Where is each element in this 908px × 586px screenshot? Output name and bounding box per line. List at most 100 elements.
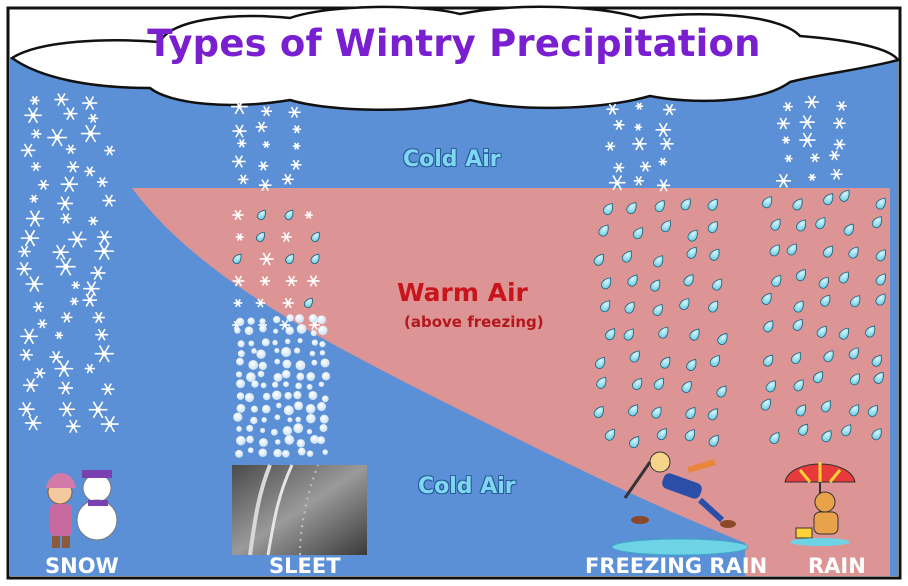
snowflake-icon: [80, 124, 101, 143]
snowflake-icon: [660, 137, 674, 150]
raindrop-icon: [629, 350, 640, 363]
raindrop-icon: [594, 356, 606, 369]
ice-pellet-icon: [261, 338, 270, 347]
raindrop-icon: [707, 221, 718, 234]
snowflake-icon: [20, 328, 38, 345]
ice-pellet-icon: [310, 435, 319, 444]
ice-pellet-icon: [297, 447, 306, 456]
ice-pellet-icon: [274, 347, 280, 354]
snowflake-icon: [808, 173, 816, 181]
raindrop-icon: [624, 301, 635, 314]
snowflake-icon: [285, 275, 298, 287]
raindrop-icon: [841, 424, 852, 437]
snowflake-icon: [88, 216, 98, 226]
snowflake-icon: [38, 179, 49, 190]
raindrop-icon: [790, 352, 802, 365]
ice-pellet-icon: [273, 373, 283, 382]
raindrop-icon: [848, 246, 859, 259]
ice-pellet-icon: [319, 350, 326, 356]
snowflake-icon: [237, 139, 247, 148]
raindrop-icon: [875, 197, 886, 210]
ice-pellet-icon: [319, 414, 329, 424]
raindrop-icon: [765, 380, 776, 393]
category-label-sleet: SLEET: [269, 554, 341, 578]
snowflake-icon: [55, 331, 64, 340]
ice-pellet-icon: [309, 350, 316, 357]
snowflake-icon: [633, 176, 644, 186]
ice-pellet-icon: [310, 330, 317, 337]
raindrop-icon: [823, 193, 834, 206]
snowflake-icon: [238, 174, 249, 185]
raindrop-icon: [761, 196, 773, 209]
ice-pellet-icon: [285, 326, 294, 335]
ice-pellet-icon: [248, 340, 255, 347]
snowflake-icon: [777, 117, 790, 130]
raindrop-icon: [628, 404, 639, 417]
raindrop-icon: [875, 249, 886, 262]
ice-pellet-icon: [296, 372, 305, 381]
snowflake-icon: [92, 311, 105, 324]
ice-pellet-icon: [261, 417, 267, 423]
raindrop-icon: [712, 278, 723, 291]
raindrop-icon: [875, 273, 886, 286]
raindrop-icon: [687, 229, 698, 242]
warm-air-sublabel: (above freezing): [404, 313, 544, 331]
raindrop-icon: [654, 200, 665, 213]
snowflake-icon: [70, 297, 79, 306]
snowflake-icon: [88, 113, 99, 124]
ice-pellet-icon: [295, 382, 303, 390]
raindrop-icon: [310, 231, 320, 243]
snowflake-icon: [61, 312, 73, 323]
snowflake-icon: [292, 142, 301, 150]
ice-pellet-icon: [275, 439, 281, 445]
snowflake-icon: [100, 415, 119, 433]
raindrop-icon: [593, 253, 604, 266]
raindrop-icon: [849, 373, 860, 386]
snowflake-icon: [784, 154, 793, 163]
ice-pellet-icon: [259, 438, 268, 447]
raindrop-icon: [232, 253, 242, 265]
ice-pellet-icon: [294, 347, 301, 354]
ice-pellet-icon: [246, 424, 254, 432]
raindrop-icon: [685, 406, 696, 419]
snowflake-icon: [60, 213, 72, 224]
snowflake-icon: [55, 257, 76, 276]
ice-pellet-icon: [274, 414, 281, 421]
snowflake-icon: [52, 244, 69, 260]
raindrop-icon: [818, 276, 829, 289]
ice-pellet-icon: [259, 318, 266, 325]
ice-pellet-icon: [236, 357, 244, 366]
ice-pellet-icon: [284, 435, 295, 445]
raindrop-icon: [822, 245, 834, 258]
snowflake-icon: [830, 168, 843, 180]
snowflake-icon: [261, 106, 273, 117]
snowflake-icon: [836, 100, 847, 111]
cold-air-label-top: Cold Air: [403, 147, 501, 172]
category-label-rain: RAIN: [808, 554, 866, 578]
ice-pellet-icon: [321, 395, 329, 403]
snowflake-icon: [262, 140, 270, 149]
title-cloud: [9, 5, 901, 111]
raindrop-icon: [686, 246, 697, 259]
raindrop-icon: [600, 300, 611, 313]
snowflake-icon: [288, 106, 301, 118]
ice-pellet-icon: [306, 372, 316, 381]
ice-pellet-icon: [305, 404, 316, 414]
ice-pellet-icon: [251, 348, 257, 354]
raindrop-icon: [679, 298, 690, 311]
snowflake-icon: [54, 360, 74, 378]
ice-pellet-icon: [296, 324, 307, 334]
raindrop-icon: [605, 328, 616, 341]
ice-pellet-icon: [282, 359, 292, 369]
ice-pellet-icon: [235, 449, 243, 458]
snowflake-icon: [833, 117, 846, 129]
ice-pellet-icon: [319, 341, 326, 348]
ice-pellet-icon: [308, 390, 318, 400]
snowflake-icon: [782, 136, 791, 144]
ice-pellet-icon: [317, 315, 327, 325]
diagram-title: Types of Wintry Precipitation: [147, 22, 761, 65]
ice-pellet-icon: [311, 339, 318, 346]
snowflake-icon: [232, 275, 245, 287]
snowflake-icon: [804, 95, 819, 109]
ice-pellet-icon: [244, 392, 255, 403]
